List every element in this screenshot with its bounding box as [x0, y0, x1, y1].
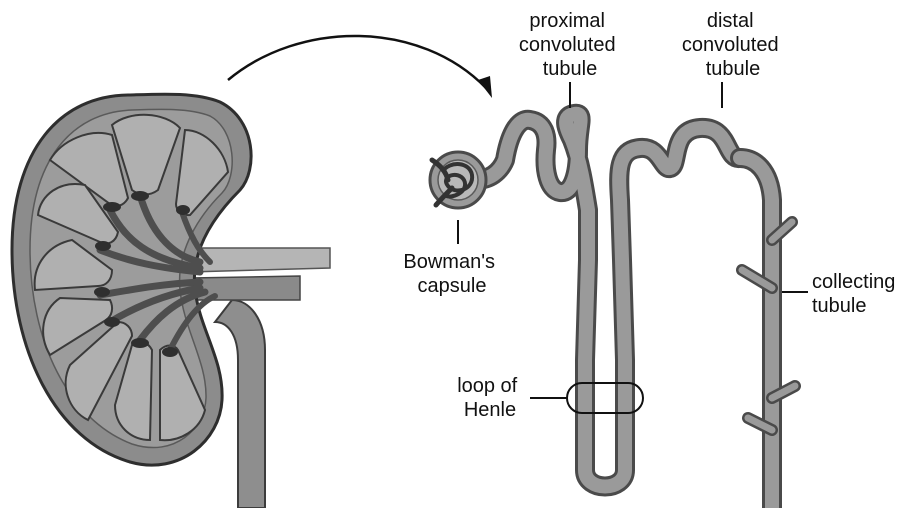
label-collecting-tubule: collecting tubule [812, 271, 901, 317]
zoom-arrow [228, 36, 492, 98]
bowmans-capsule [430, 152, 486, 208]
kidney-illustration [12, 94, 330, 508]
label-loop-of-henle: loop of Henle [457, 375, 523, 421]
nephron [475, 114, 795, 508]
label-bowmans-capsule: Bowman's capsule [403, 251, 500, 297]
label-proximal-convoluted-tubule: proximal convoluted tubule [519, 10, 621, 80]
label-distal-convoluted-tubule: distal convoluted tubule [682, 10, 784, 80]
